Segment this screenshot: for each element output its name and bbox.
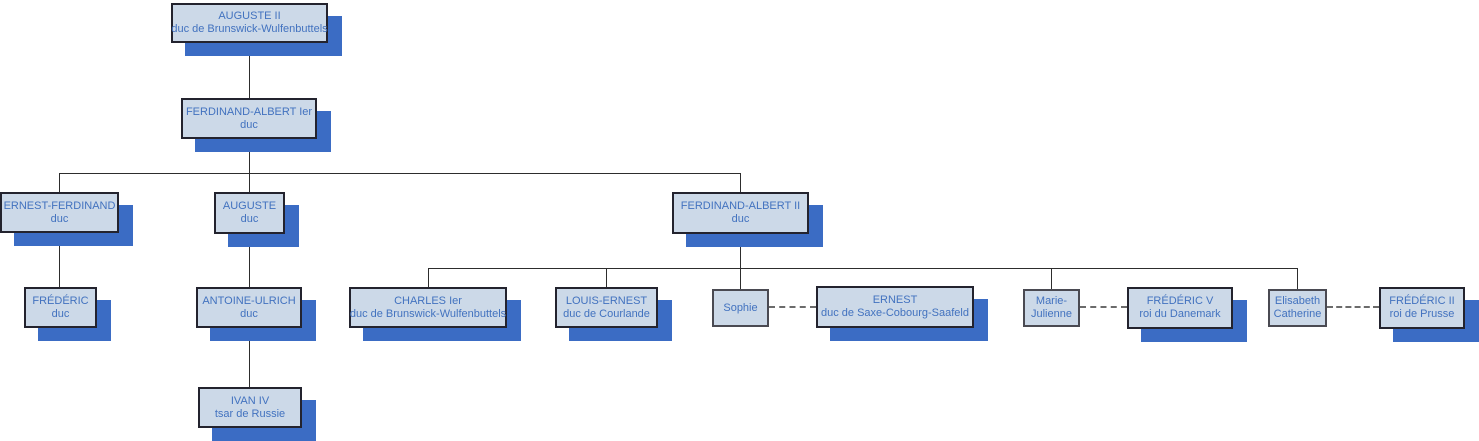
- node-subtitle: duc: [240, 213, 259, 225]
- node-sophie[interactable]: Sophie: [712, 289, 769, 327]
- node-title: ERNEST: [872, 294, 918, 306]
- node-subtitle: duc: [51, 307, 70, 320]
- connector-generation4-horizontal: [428, 268, 1298, 269]
- node-subtitle: duc: [50, 212, 69, 225]
- node-auguste[interactable]: AUGUSTE duc: [214, 192, 285, 234]
- node-subtitle: duc: [731, 213, 750, 225]
- node-title: FERDINAND-ALBERT Ier: [185, 105, 313, 118]
- node-ivan-iv[interactable]: IVAN IV tsar de Russie: [198, 387, 302, 428]
- connector-to-ferdinand-albert-2: [740, 173, 741, 192]
- node-subtitle: tsar de Russie: [214, 407, 286, 420]
- node-title: FRÉDÉRIC V: [1146, 295, 1214, 307]
- node-subtitle: Catherine: [1273, 308, 1322, 320]
- connector-generation3-horizontal: [59, 173, 741, 174]
- connector-ferdinand-albert-1-down: [249, 139, 250, 192]
- node-louis-ernest[interactable]: LOUIS-ERNEST duc de Courlande: [555, 287, 658, 328]
- node-subtitle: roi de Prusse: [1389, 308, 1455, 320]
- marriage-connector-sophie-ernest: [769, 306, 816, 308]
- node-subtitle: duc: [240, 118, 258, 131]
- connector-ernest-ferdinand-to-frederic: [59, 233, 60, 287]
- connector-antoine-ulrich-to-ivan-4: [249, 328, 250, 387]
- node-frederic-ii[interactable]: FRÉDÉRIC II roi de Prusse: [1379, 287, 1465, 329]
- connector-to-louis-ernest: [606, 268, 607, 287]
- node-marie-julienne[interactable]: Marie- Julienne: [1023, 289, 1080, 327]
- node-title: ANTOINE-ULRICH: [202, 294, 296, 307]
- node-subtitle: roi du Danemark: [1139, 308, 1221, 320]
- node-frederic-v[interactable]: FRÉDÉRIC V roi du Danemark: [1127, 287, 1233, 329]
- node-subtitle: duc de Saxe-Cobourg-Saafeld: [821, 307, 969, 319]
- node-title: AUGUSTE II: [218, 10, 281, 22]
- connector-auguste-to-antoine-ulrich: [249, 234, 250, 287]
- node-title: AUGUSTE: [222, 200, 277, 212]
- node-title: FRÉDÉRIC II: [1389, 295, 1455, 307]
- node-title: Sophie: [723, 301, 758, 314]
- connector-ferdinand-albert-2-down: [740, 234, 741, 289]
- node-title: LOUIS-ERNEST: [565, 294, 648, 307]
- node-elisabeth-catherine[interactable]: Elisabeth Catherine: [1268, 289, 1327, 327]
- node-subtitle: duc de Courlande: [563, 307, 650, 320]
- node-title: Elisabeth: [1274, 295, 1321, 307]
- node-title: ERNEST-FERDINAND: [3, 199, 116, 212]
- connector-to-marie-julienne: [1051, 268, 1052, 289]
- connector-to-elisabeth-catherine: [1297, 268, 1298, 289]
- node-title: FRÉDÉRIC: [32, 294, 89, 307]
- node-ferdinand-albert-ier[interactable]: FERDINAND-ALBERT Ier duc: [181, 98, 317, 139]
- node-ferdinand-albert-ii[interactable]: FERDINAND-ALBERT II duc: [672, 192, 809, 234]
- connector-to-ernest-ferdinand: [59, 173, 60, 192]
- node-ernest-ferdinand[interactable]: ERNEST-FERDINAND duc: [0, 192, 119, 233]
- node-title: CHARLES Ier: [394, 294, 462, 307]
- node-antoine-ulrich[interactable]: ANTOINE-ULRICH duc: [196, 287, 302, 328]
- node-frederic[interactable]: FRÉDÉRIC duc: [24, 287, 97, 328]
- connector-auguste2-to-ferdinand-albert-1: [249, 43, 250, 98]
- node-subtitle: duc de Brunswick-Wulfenbuttels: [349, 307, 507, 320]
- node-ernest[interactable]: ERNEST duc de Saxe-Cobourg-Saafeld: [816, 286, 974, 328]
- node-auguste-ii[interactable]: AUGUSTE II duc de Brunswick-Wulfenbuttel…: [171, 3, 328, 43]
- node-subtitle: duc: [240, 307, 258, 320]
- node-title: IVAN IV: [230, 394, 270, 407]
- node-subtitle: Julienne: [1031, 308, 1072, 320]
- node-title: FERDINAND-ALBERT II: [680, 200, 801, 212]
- node-title: Marie-: [1035, 295, 1068, 307]
- node-charles-ier[interactable]: CHARLES Ier duc de Brunswick-Wulfenbutte…: [349, 287, 507, 328]
- connector-to-charles-1: [428, 268, 429, 287]
- marriage-connector-marie-julienne-frederic-5: [1080, 306, 1127, 308]
- marriage-connector-elisabeth-catherine-frederic-2: [1327, 306, 1379, 308]
- node-subtitle: duc de Brunswick-Wulfenbuttels: [171, 23, 328, 35]
